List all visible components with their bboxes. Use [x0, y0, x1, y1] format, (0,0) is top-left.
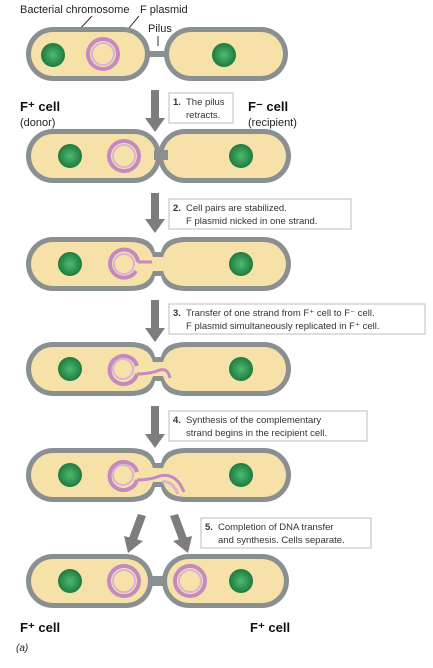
step-1-line-1: The pilus: [186, 97, 225, 108]
step-4-line-1: Synthesis of the complementary: [186, 415, 321, 426]
arrow-4: [145, 406, 165, 448]
step-5-line-2: and synthesis. Cells separate.: [218, 535, 345, 546]
step-4-number: 4.: [173, 415, 181, 426]
result-left-title: F⁺ cell: [20, 620, 60, 635]
step-3-number: 3.: [173, 308, 181, 319]
row-6-separated: [26, 554, 289, 608]
step-3-box: 3. Transfer of one strand from F⁺ cell t…: [168, 303, 426, 335]
bacterial-chromosome-label: Bacterial chromosome: [20, 4, 129, 16]
arrow-1: [145, 90, 165, 132]
arrow-2: [145, 193, 165, 233]
step-5-number: 5.: [205, 522, 213, 533]
step-1-line-2: retracts.: [186, 110, 220, 121]
step-5-line-1: Completion of DNA transfer: [218, 522, 334, 533]
donor-cell-title: F⁺ cell: [20, 99, 60, 114]
f-plasmid-label: F plasmid: [140, 4, 188, 16]
recipient-chromosome: [212, 43, 236, 67]
pilus-label: Pilus: [148, 23, 172, 35]
donor-cell-subtitle: (donor): [20, 117, 55, 129]
step-4-box: 4. Synthesis of the complementary strand…: [168, 410, 368, 442]
result-right-title: F⁺ cell: [250, 620, 290, 635]
step-2-number: 2.: [173, 203, 181, 214]
step-5-box: 5. Completion of DNA transfer and synthe…: [200, 517, 372, 549]
step-1-number: 1.: [173, 97, 181, 108]
pilus: [148, 51, 166, 57]
panel-label: (a): [16, 643, 28, 654]
step-3-line-1: Transfer of one strand from F⁺ cell to F…: [186, 308, 375, 319]
step-3-line-2: F plasmid simultaneously replicated in F…: [186, 321, 380, 332]
arrow-5-right: [170, 514, 192, 553]
row-1-initial: [26, 27, 288, 81]
f-plasmid: [86, 37, 120, 71]
recipient-cell-subtitle: (recipient): [248, 117, 297, 129]
step-2-line-1: Cell pairs are stabilized.: [186, 203, 287, 214]
step-4-line-2: strand begins in the recipient cell.: [186, 428, 327, 439]
row-2-retracted: [26, 129, 291, 183]
arrow-5-left: [124, 514, 146, 553]
step-2-box: 2. Cell pairs are stabilized. F plasmid …: [168, 198, 352, 230]
step-2-line-2: F plasmid nicked in one strand.: [186, 216, 317, 227]
row-4-transfer: [26, 342, 291, 396]
row-5-synthesis: [26, 448, 291, 502]
row-3-stabilized: [26, 237, 291, 291]
arrow-3: [145, 300, 165, 342]
donor-chromosome: [41, 43, 65, 67]
recipient-cell-title: F⁻ cell: [248, 99, 288, 114]
step-1-box: 1. The pilus retracts.: [168, 92, 234, 124]
